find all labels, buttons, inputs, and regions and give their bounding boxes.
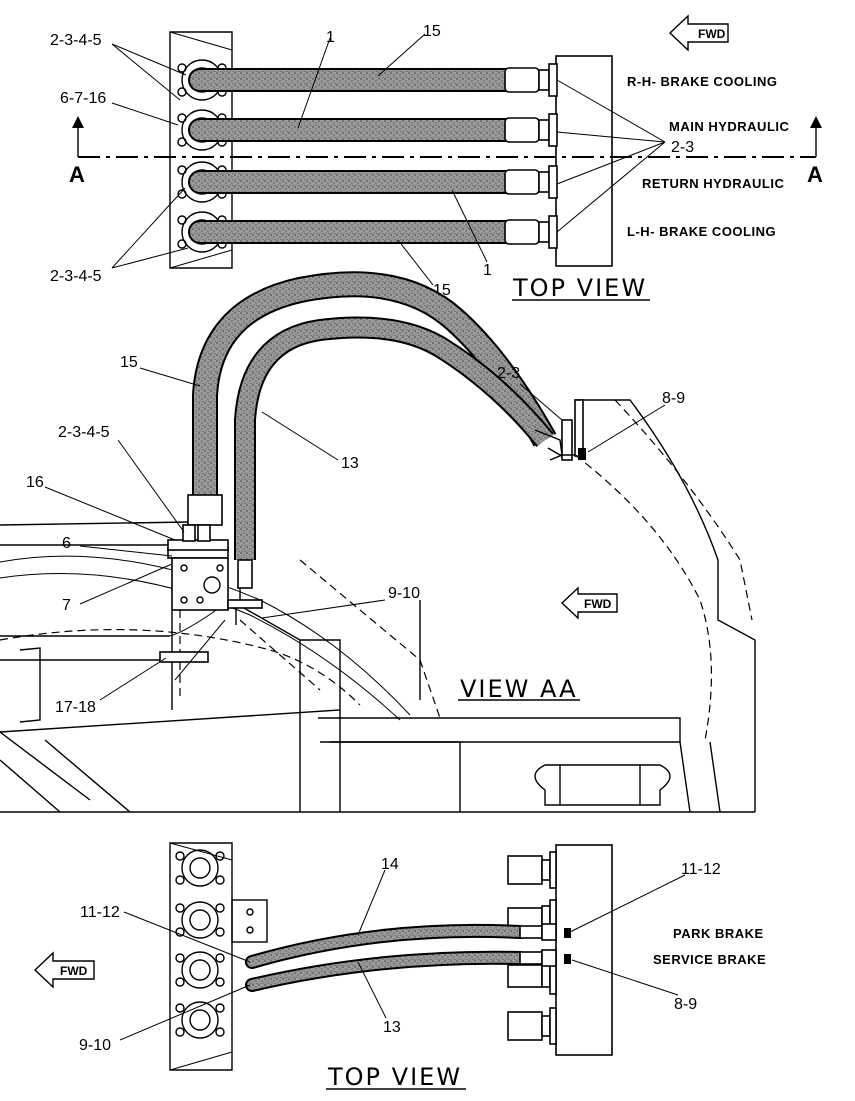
callout-1-bottom: 1 xyxy=(483,262,492,279)
label-service-brake: SERVICE BRAKE xyxy=(653,952,766,967)
callout-15-top: 15 xyxy=(423,23,441,40)
callout-2-3-4-5-aa: 2-3-4-5 xyxy=(58,424,110,441)
brake-hoses-lower xyxy=(245,923,571,992)
callout-6-7-16: 6-7-16 xyxy=(60,90,106,107)
svg-text:FWD: FWD xyxy=(584,597,612,611)
callout-2-3: 2-3 xyxy=(671,139,694,156)
callout-14: 14 xyxy=(381,856,399,873)
hose-15 xyxy=(182,271,557,542)
fwd-arrow-middle: FWD xyxy=(560,586,618,620)
fwd-arrow-top: FWD xyxy=(668,14,729,52)
label-rh-brake-cooling: R-H- BRAKE COOLING xyxy=(627,74,778,89)
label-return-hydraulic: RETURN HYDRAULIC xyxy=(642,176,784,191)
svg-text:FWD: FWD xyxy=(60,964,88,978)
top-view-title-lower: TOP VIEW xyxy=(327,1063,462,1091)
label-main-hydraulic: MAIN HYDRAULIC xyxy=(669,119,789,134)
callout-13-lower: 13 xyxy=(383,1019,401,1036)
label-lh-brake-cooling: L-H- BRAKE COOLING xyxy=(627,224,776,239)
callout-7-aa: 7 xyxy=(62,597,71,614)
callout-8-9-lower: 8-9 xyxy=(674,996,697,1013)
view-aa: FWD 15 2-3-4-5 16 6 7 13 2-3 8-9 9-10 17… xyxy=(0,271,756,813)
callout-2-3-4-5-top: 2-3-4-5 xyxy=(50,32,102,49)
svg-text:FWD: FWD xyxy=(698,27,726,41)
upper-hoses xyxy=(188,68,517,244)
callout-8-9-aa: 8-9 xyxy=(662,390,685,407)
hose-13 xyxy=(227,316,554,625)
callout-1-top: 1 xyxy=(326,29,335,46)
left-flanges-lower xyxy=(175,849,225,1039)
top-view-lower: FWD PARK BRAKE SERVICE BRAKE 14 11-12 11… xyxy=(33,842,766,1091)
callout-11-12-left: 11-12 xyxy=(80,904,120,921)
callout-11-12-right: 11-12 xyxy=(681,861,721,878)
callout-2-3-aa: 2-3 xyxy=(497,365,520,382)
frame-structure xyxy=(0,521,755,813)
view-aa-title: VIEW AA xyxy=(460,675,578,703)
callout-13-aa: 13 xyxy=(341,455,359,472)
callout-6-aa: 6 xyxy=(62,535,71,552)
top-view-upper: A A FWD R-H- BRAKE COOLING MAIN HYDRAULI… xyxy=(50,14,823,302)
top-view-title-upper: TOP VIEW xyxy=(512,274,647,302)
right-end-fitting xyxy=(534,419,586,461)
fwd-arrow-lower: FWD xyxy=(33,951,95,989)
right-fittings-lower xyxy=(507,851,557,1045)
callout-9-10-aa: 9-10 xyxy=(388,585,420,602)
callout-15-aa: 15 xyxy=(120,354,138,371)
label-park-brake: PARK BRAKE xyxy=(673,926,764,941)
callout-9-10-lower: 9-10 xyxy=(79,1037,111,1054)
section-marker-right: A xyxy=(807,162,823,187)
callout-16-aa: 16 xyxy=(26,474,44,491)
callout-17-18-aa: 17-18 xyxy=(55,699,96,716)
upper-end-fittings xyxy=(504,63,558,249)
section-marker-left: A xyxy=(69,162,85,187)
callout-2-3-4-5-bottom: 2-3-4-5 xyxy=(50,268,102,285)
